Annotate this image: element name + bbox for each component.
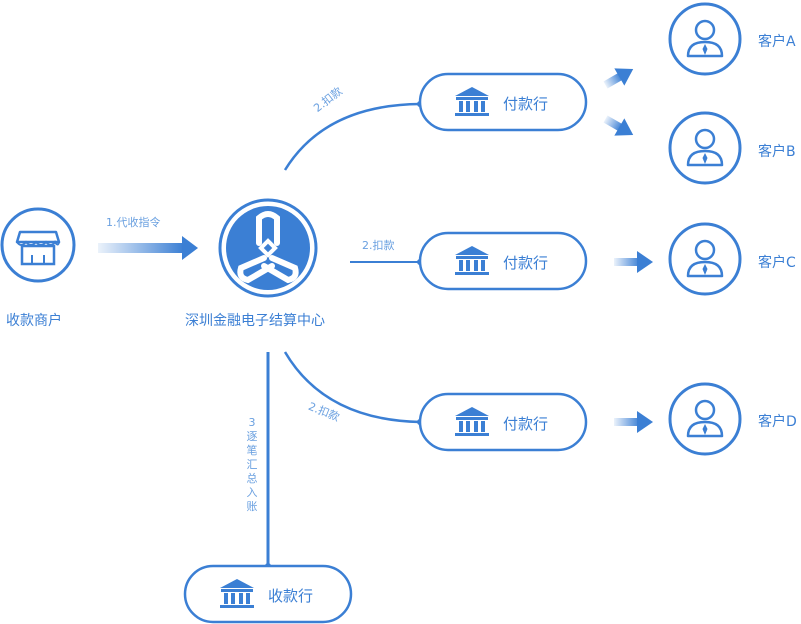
arrow-to-customer-a xyxy=(603,68,634,89)
bank-pill-pay-mid xyxy=(418,231,588,291)
center-label: 深圳金融电子结算中心 xyxy=(185,313,325,329)
edge-label-debit-mid: 2.扣款 xyxy=(362,239,395,252)
arrow-to-customer-b xyxy=(603,115,634,136)
bank-label-pay-bottom: 付款行 xyxy=(503,415,549,433)
bank-pill-pay-bottom xyxy=(418,392,588,452)
bank-label-receive: 收款行 xyxy=(268,587,314,605)
bank-label-pay-mid: 付款行 xyxy=(503,254,549,272)
customer-b-label: 客户B xyxy=(758,144,796,160)
edge-label-instruction: 1.代收指令 xyxy=(106,216,161,229)
settlement-center-logo-icon xyxy=(218,198,318,298)
store-icon xyxy=(0,207,76,283)
customer-c-label: 客户C xyxy=(758,255,796,271)
customer-d-label: 客户D xyxy=(758,414,797,430)
edge-label-settle: 3逐笔汇总入账 xyxy=(246,416,258,513)
bank-label-pay-top: 付款行 xyxy=(503,95,549,113)
customer-a-avatar-icon xyxy=(668,2,742,76)
edge-debit-bottom xyxy=(283,351,421,424)
customer-c-avatar-icon xyxy=(668,222,742,296)
bank-pill-receive xyxy=(183,564,353,624)
arrow-to-customer-d xyxy=(614,411,653,433)
customer-d-avatar-icon xyxy=(668,382,742,456)
merchant-label: 收款商户 xyxy=(6,313,62,329)
arrow-to-customer-c xyxy=(614,251,653,273)
bank-pill-pay-top xyxy=(418,72,588,132)
edge-debit-top xyxy=(283,102,421,171)
customer-b-avatar-icon xyxy=(668,111,742,185)
customer-a-label: 客户A xyxy=(758,34,796,50)
arrow-instruction xyxy=(98,236,198,260)
